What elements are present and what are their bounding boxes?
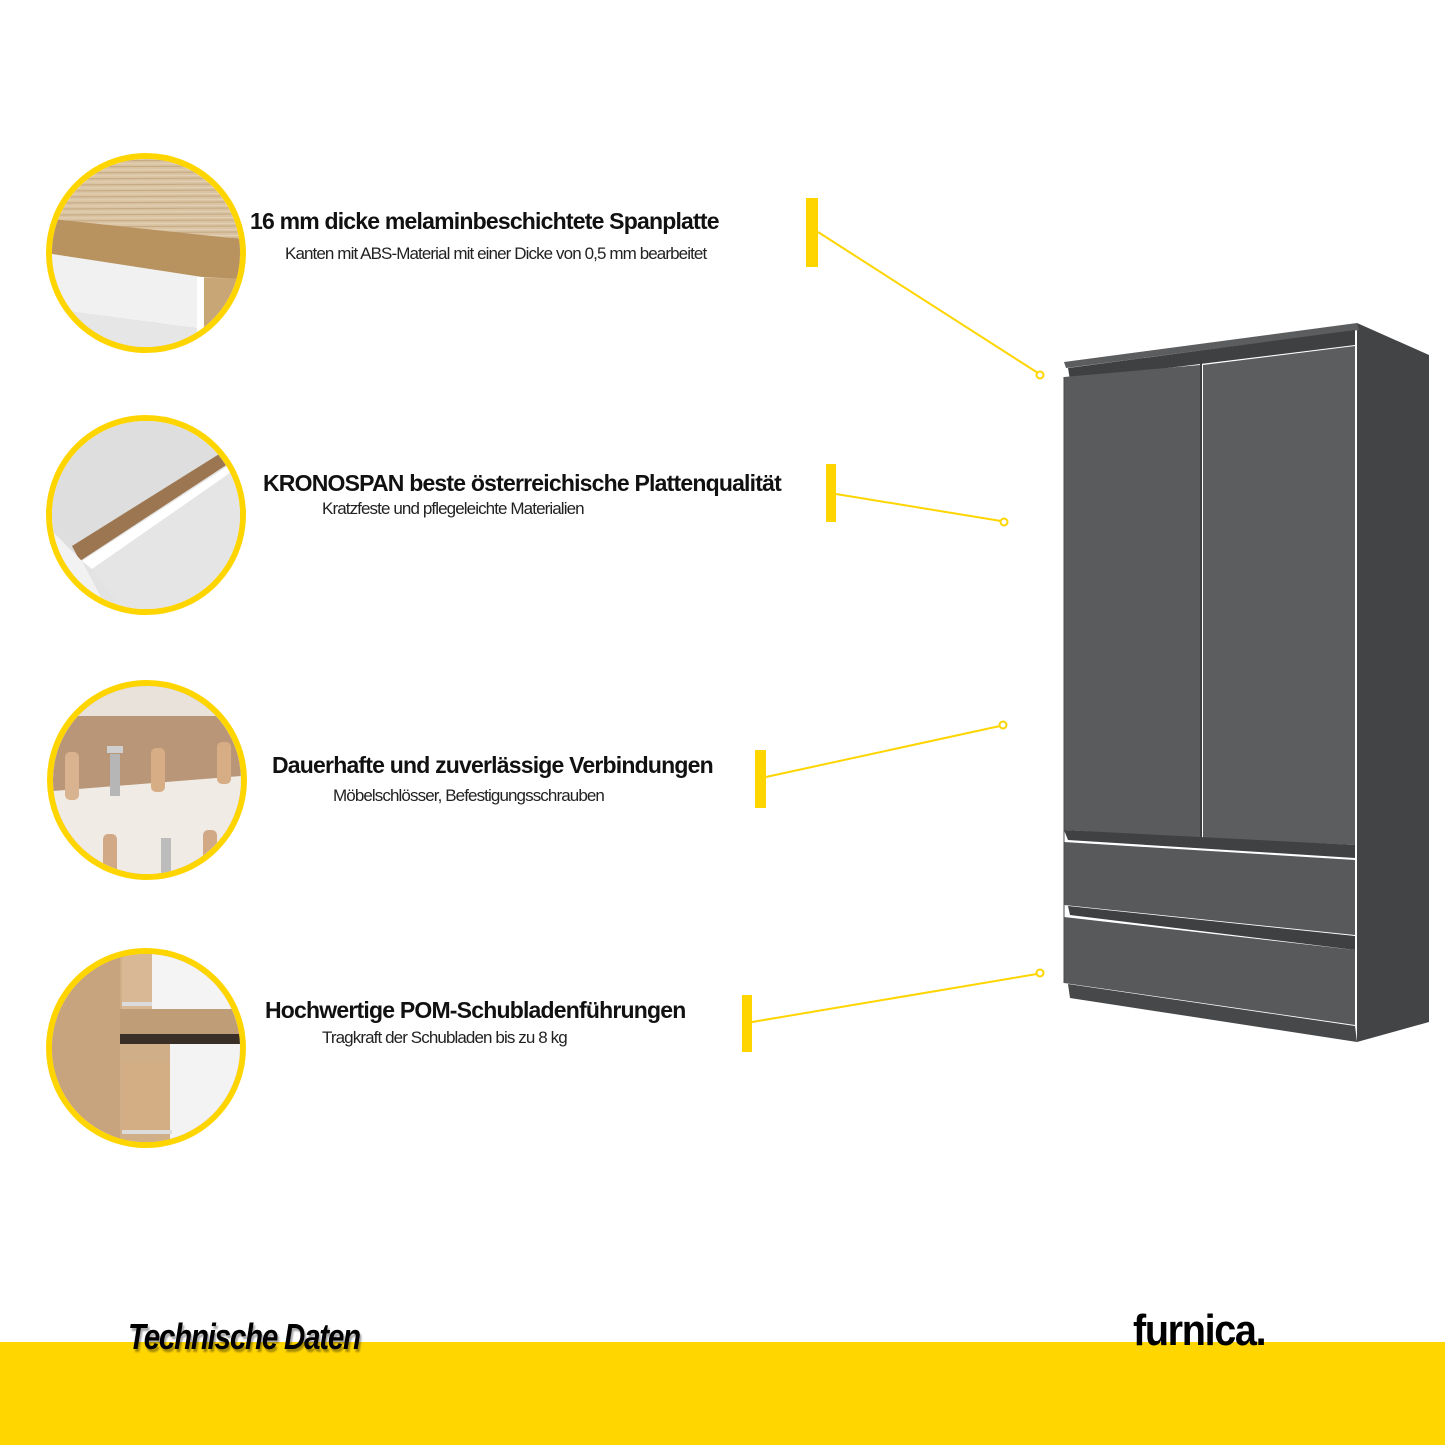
connector-line-1	[817, 231, 1039, 374]
connector-line-4	[751, 973, 1038, 1023]
oak-board-icon	[52, 159, 240, 347]
drawer-2	[1064, 917, 1355, 1025]
connector-line-2	[835, 493, 1002, 522]
drawer-1	[1064, 842, 1355, 935]
anchor-dot-2	[999, 517, 1009, 527]
dowels-icon	[53, 686, 241, 874]
feature-title-3: Dauerhafte und zuverlässige Verbindungen	[272, 752, 714, 778]
footer-title: Technische Daten	[128, 1316, 361, 1357]
footer-band	[0, 1342, 1445, 1445]
feature-image-board-edge	[46, 153, 246, 353]
accent-bar-1	[806, 198, 818, 267]
connector-line-3	[765, 725, 1001, 778]
accent-bar-4	[742, 995, 752, 1052]
feature-title-4: Hochwertige POM-Schubladenführungen	[265, 997, 686, 1023]
feature-image-panel-quality	[46, 415, 246, 615]
anchor-dot-3	[998, 720, 1008, 730]
feature-subtitle-2: Kratzfeste und pflegeleichte Materialien	[322, 499, 585, 518]
wardrobe-top	[1064, 323, 1359, 368]
anchor-dot-4	[1035, 968, 1045, 978]
drawer-runner-icon	[52, 954, 240, 1142]
wardrobe-illustration	[1063, 323, 1429, 1042]
left-door	[1064, 365, 1200, 838]
right-door	[1203, 346, 1355, 845]
feature-subtitle-3: Möbelschlösser, Befestigungsschrauben	[333, 786, 605, 805]
anchor-dot-1	[1035, 370, 1045, 380]
white-panel-icon	[52, 421, 240, 609]
brand-logo: furnica.	[1133, 1306, 1267, 1355]
accent-bar-3	[755, 750, 766, 808]
feature-image-drawer-runners	[46, 948, 246, 1148]
wardrobe-plinth	[1068, 984, 1357, 1042]
wardrobe-side-panel	[1357, 323, 1429, 1042]
feature-subtitle-1: Kanten mit ABS-Material mit einer Dicke …	[285, 244, 707, 263]
feature-image-connectors	[47, 680, 247, 880]
feature-title-1: 16 mm dicke melaminbeschichtete Spanplat…	[250, 208, 720, 234]
accent-bar-2	[826, 464, 836, 522]
feature-title-2: KRONOSPAN beste österreichische Plattenq…	[263, 470, 782, 496]
feature-subtitle-4: Tragkraft der Schubladen bis zu 8 kg	[322, 1028, 568, 1047]
